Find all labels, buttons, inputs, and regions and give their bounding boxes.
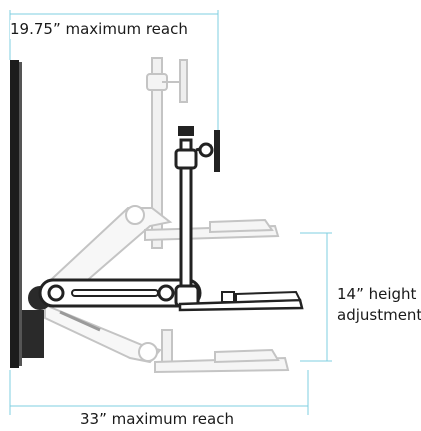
arm-knob-left [47, 284, 65, 302]
arm-knob-right [157, 284, 175, 302]
tray-bracket [221, 291, 235, 303]
arm-slot [71, 289, 159, 297]
post-cap [178, 126, 194, 136]
dimension-lines [9, 10, 332, 415]
support-link [59, 310, 101, 332]
main-arm-assembly [22, 126, 304, 358]
ghost-lowered-position [44, 303, 290, 374]
ghost-raised-position [38, 57, 280, 306]
post-clamp [174, 148, 198, 170]
max-reach-bottom-label: 33” maximum reach [80, 410, 234, 429]
max-reach-top-label: 19.75” maximum reach [10, 20, 188, 39]
wall-mount [22, 310, 44, 358]
wall-panel [10, 60, 22, 368]
monitor-tilt-joint [198, 142, 214, 158]
mouse-platform [235, 290, 302, 304]
height-adjustment-label-line1: 14” height [337, 285, 417, 304]
monitor-plate [214, 130, 220, 172]
height-adjustment-label-line2: adjustment [337, 306, 421, 325]
